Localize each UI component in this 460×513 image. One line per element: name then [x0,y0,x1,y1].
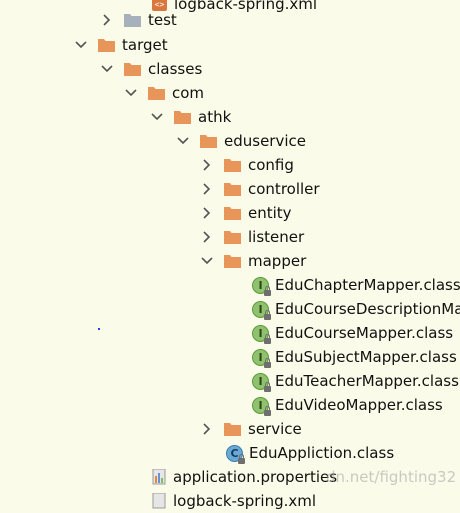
chevron-right-icon[interactable] [200,206,214,220]
tree-row-mapper-file[interactable]: I EduSubjectMapper.class [0,345,460,369]
tree-row-mapper-file[interactable]: I EduChapterMapper.class [0,273,460,297]
properties-file-icon [152,468,167,485]
folder-label-com: com [172,84,205,102]
tree-row-edu-appliction[interactable]: C EduAppliction.class [0,441,460,465]
file-icon [152,492,167,509]
chevron-down-icon[interactable] [74,38,88,52]
folder-icon [124,13,141,27]
chevron-down-icon[interactable] [150,110,164,124]
folder-label-listener: listener [248,228,305,246]
tree-row-mapper-file[interactable]: I EduTeacherMapper.class [0,369,460,393]
interface-class-icon: I [252,276,271,296]
xml-file-icon: <> [152,0,167,11]
file-label: EduCourseDescriptionMa [275,300,460,318]
folder-label-mapper: mapper [248,252,307,270]
tree-row-controller[interactable]: controller [0,177,460,201]
lock-icon [264,381,271,392]
tree-row-logback-spring-bottom[interactable]: logback-spring.xml [0,489,460,513]
folder-icon [224,158,241,172]
file-label: EduAppliction.class [249,444,395,462]
file-label: EduVideoMapper.class [275,396,443,414]
interface-class-icon: I [252,372,271,392]
file-label: EduTeacherMapper.class [275,372,459,390]
lock-icon [264,285,271,296]
lock-icon [264,309,271,320]
lock-icon [238,453,245,464]
file-label: logback-spring.xml [173,492,317,510]
lock-icon [264,405,271,416]
tree-row-athk[interactable]: athk [0,105,460,129]
chevron-right-icon[interactable] [200,230,214,244]
chevron-down-icon[interactable] [100,62,114,76]
folder-label-classes: classes [148,60,203,78]
folder-label-entity: entity [248,204,292,222]
chevron-down-icon[interactable] [124,86,138,100]
lock-icon [264,333,271,344]
chevron-down-icon[interactable] [200,254,214,268]
file-label: application.properties [173,468,338,486]
chevron-right-icon[interactable] [200,158,214,172]
folder-icon [224,254,241,268]
chevron-right-icon[interactable] [200,182,214,196]
folder-icon [200,134,217,148]
folder-icon [224,230,241,244]
file-label: EduCourseMapper.class [275,324,454,342]
chevron-right-icon[interactable] [100,13,114,27]
tree-row-com[interactable]: com [0,81,460,105]
tree-row-mapper-file[interactable]: I EduCourseDescriptionMa [0,297,460,321]
tree-row-service[interactable]: service [0,417,460,441]
tree-row-eduservice[interactable]: eduservice [0,129,460,153]
tree-row-target[interactable]: target [0,33,460,57]
folder-label-service: service [248,420,302,438]
interface-class-icon: I [252,324,271,344]
file-label: EduSubjectMapper.class [275,348,457,366]
folder-icon [174,110,191,124]
tree-row-entity[interactable]: entity [0,201,460,225]
folder-label-target: target [122,36,168,54]
stray-dot [98,328,100,330]
class-file-icon: C [226,444,245,464]
tree-row-application-properties[interactable]: application.properties [0,465,460,489]
tree-row-mapper-file[interactable]: I EduCourseMapper.class [0,321,460,345]
folder-icon [224,206,241,220]
folder-icon [98,38,115,52]
tree-row-mapper[interactable]: mapper [0,249,460,273]
tree-row-listener[interactable]: listener [0,225,460,249]
folder-icon [148,86,165,100]
watermark: dn.net/fighting32 [326,468,457,486]
chevron-right-icon[interactable] [200,422,214,436]
folder-label-athk: athk [198,108,232,126]
folder-label-config: config [248,156,294,174]
file-label: EduChapterMapper.class [275,276,460,294]
tree-row-classes[interactable]: classes [0,57,460,81]
folder-label-test: test [148,11,177,29]
folder-icon [224,422,241,436]
lock-icon [264,357,271,368]
interface-class-icon: I [252,396,271,416]
tree-row-config[interactable]: config [0,153,460,177]
folder-icon [224,182,241,196]
folder-icon [124,62,141,76]
tree-row-test[interactable]: test [0,8,460,32]
folder-label-eduservice: eduservice [224,132,306,150]
chevron-down-icon[interactable] [176,134,190,148]
folder-label-controller: controller [248,180,320,198]
tree-row-logback-spring-top[interactable]: <> logback-spring.xml [0,0,460,16]
interface-class-icon: I [252,300,271,320]
tree-row-mapper-file[interactable]: I EduVideoMapper.class [0,393,460,417]
interface-class-icon: I [252,348,271,368]
file-label: logback-spring.xml [174,0,318,13]
